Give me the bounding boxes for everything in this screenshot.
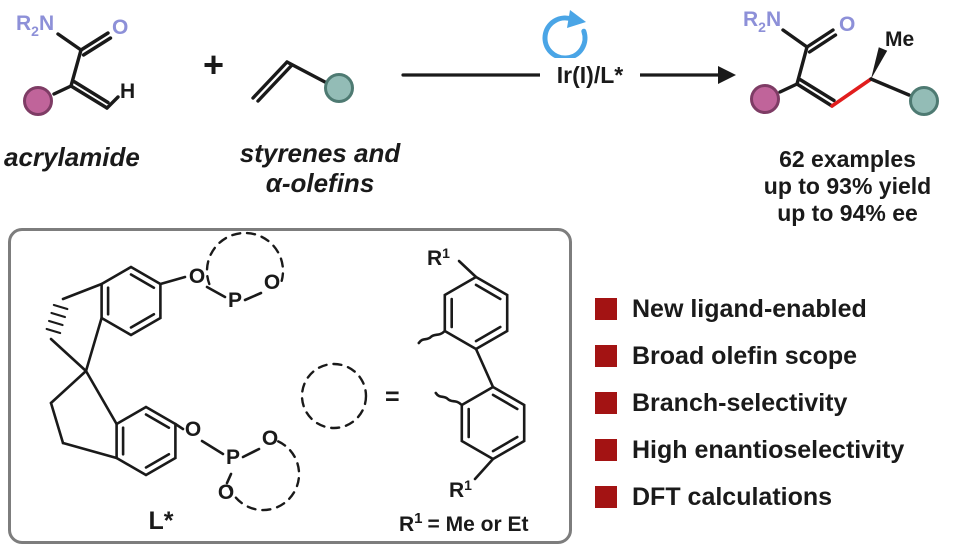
- feature-item: High enantioselectivity: [595, 435, 904, 465]
- dashed-biaryl-ring: [205, 231, 285, 286]
- acrylamide-structure: R2N O H: [16, 12, 135, 116]
- spiro-backbone: [45, 265, 177, 477]
- squiggle-attachment-bond: [434, 391, 464, 407]
- carbonyl-o-label: O: [839, 13, 855, 36]
- feature-item: Broad olefin scope: [595, 341, 904, 371]
- r1-definition-label: R1= Me or Et: [399, 510, 528, 536]
- olefin-caption-line1: styrenes and: [239, 138, 401, 168]
- phosphorus-label: P: [226, 446, 240, 469]
- bullet-square-icon: [595, 439, 617, 461]
- olefin-structure: [251, 60, 354, 103]
- amide-nr2-label: R2N: [16, 12, 54, 39]
- vinyl-h-label: H: [120, 80, 135, 103]
- equals-sign: =: [385, 383, 400, 411]
- feature-item: Branch-selectivity: [595, 388, 904, 418]
- dashed-substituent-circle: [300, 362, 368, 430]
- new-bond-red: [830, 77, 873, 108]
- acrylamide-caption: acrylamide: [4, 142, 140, 172]
- dashed-biaryl-ring: [228, 440, 301, 512]
- carbonyl-o-label: O: [112, 16, 128, 39]
- stereo-hash-bond: [45, 303, 69, 335]
- plus-sign: +: [203, 44, 225, 85]
- olefin-substituent-circle: [324, 73, 354, 103]
- benzene-ring: [460, 385, 526, 461]
- r1-label: R1: [449, 477, 472, 502]
- bonds: [52, 31, 120, 110]
- ligand-box: O P O O P O O =: [8, 228, 572, 544]
- feature-item: DFT calculations: [595, 482, 904, 512]
- bullet-square-icon: [595, 298, 617, 320]
- feature-label: DFT calculations: [632, 482, 833, 511]
- squiggle-attachment-bond: [417, 329, 447, 345]
- stereo-wedge-bond: [871, 47, 888, 79]
- oxygen-label: O: [218, 481, 234, 504]
- oxygen-label: O: [189, 265, 205, 288]
- results-yield: up to 93% yield: [763, 173, 932, 199]
- bullet-square-icon: [595, 486, 617, 508]
- biphenyl-unit: R1 R1: [417, 245, 526, 502]
- ligand-structure: O P O O P O O =: [45, 231, 528, 536]
- amide-nr2-label: R2N: [743, 8, 781, 35]
- aryl-substituent-circle: [23, 86, 53, 116]
- catalyst-label-bg: [540, 58, 640, 90]
- feature-label: New ligand-enabled: [632, 294, 867, 323]
- catalytic-cycle-icon: [542, 15, 588, 61]
- feature-label: High enantioselectivity: [632, 435, 905, 464]
- olefin-caption-line2: α-olefins: [265, 168, 375, 198]
- phosphite-lower: O P O O: [174, 418, 301, 512]
- bullet-square-icon: [595, 345, 617, 367]
- benzene-ring: [115, 405, 177, 477]
- phosphorus-label: P: [228, 289, 242, 312]
- ligand-name-label: L*: [149, 507, 174, 535]
- catalyst-label: Ir(I)/L*: [557, 62, 623, 88]
- benzene-ring: [100, 265, 162, 337]
- olefin-substituent-circle: [909, 86, 939, 116]
- feature-item: New ligand-enabled: [595, 294, 904, 324]
- phosphite-upper: O P O: [159, 231, 285, 312]
- arrow-head: [718, 66, 736, 84]
- bonds: [778, 28, 911, 108]
- oxygen-label: O: [185, 418, 201, 441]
- olefin-caption: styrenes and α-olefins: [225, 138, 415, 198]
- oxygen-label: O: [264, 271, 280, 294]
- r1-label: R1: [427, 245, 450, 270]
- catalytic-cycle-arrowhead: [567, 10, 586, 28]
- reaction-arrow: Ir(I)/L*: [401, 10, 736, 90]
- aryl-substituent-circle: [750, 84, 780, 114]
- methyl-label: Me: [885, 28, 914, 51]
- product-structure: R2N O Me: [743, 8, 939, 116]
- benzene-ring: [443, 275, 509, 351]
- feature-list: New ligand-enabled Broad olefin scope Br…: [595, 294, 904, 512]
- feature-label: Branch-selectivity: [632, 388, 848, 417]
- oxygen-label: O: [262, 427, 278, 450]
- bullet-square-icon: [595, 392, 617, 414]
- feature-label: Broad olefin scope: [632, 341, 858, 370]
- results-ee: up to 94% ee: [777, 200, 918, 226]
- results-examples: 62 examples: [779, 146, 916, 172]
- bonds: [251, 60, 327, 103]
- results-block: 62 examples up to 93% yield up to 94% ee: [735, 146, 960, 227]
